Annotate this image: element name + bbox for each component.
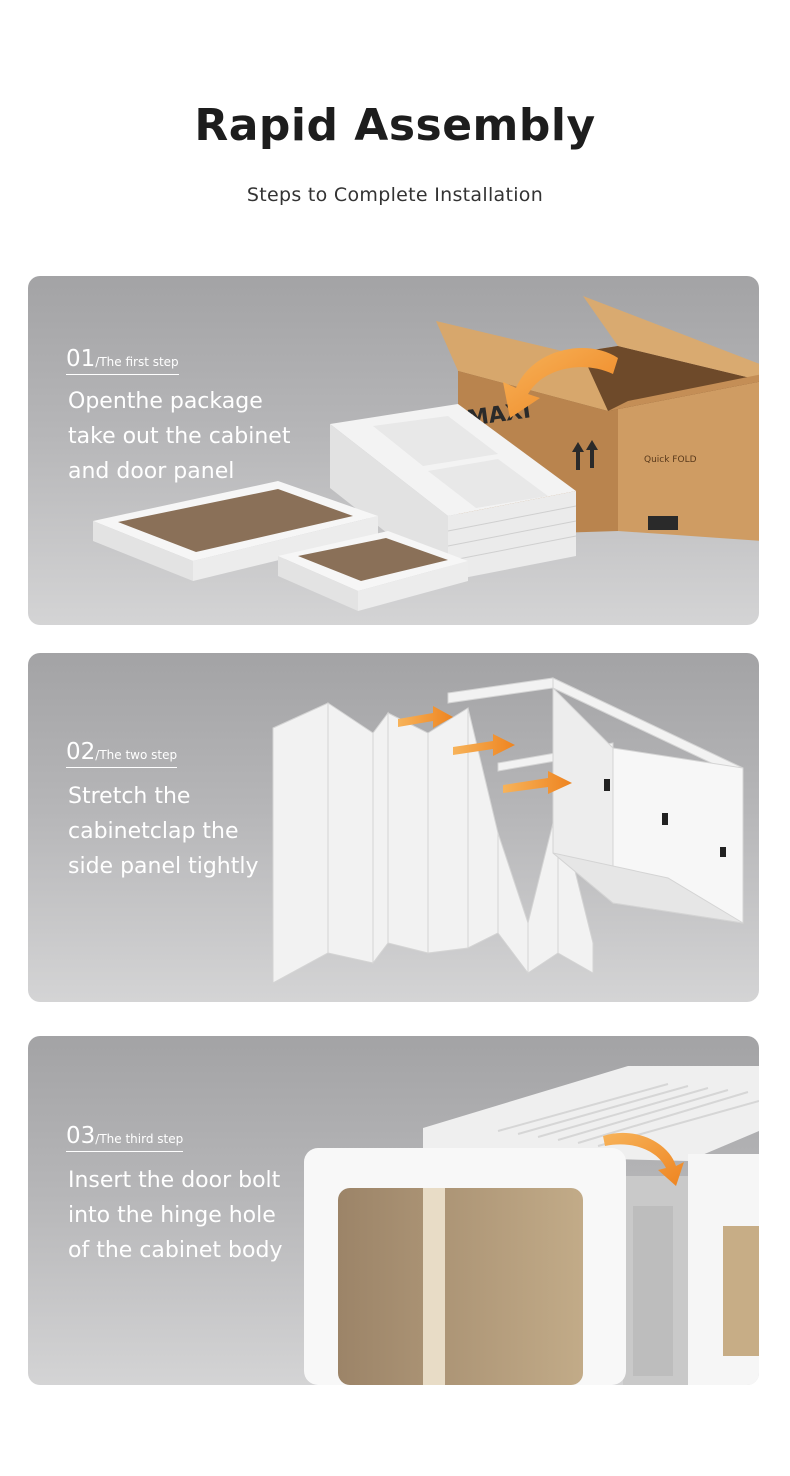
step-2-line: side panel tightly: [68, 854, 259, 879]
step-3-number: 03: [66, 1123, 96, 1149]
step-2-name: /The two step: [95, 748, 178, 762]
step-3-card: 03/The third step Insert the door bolt i…: [28, 1036, 759, 1385]
arrow-icon: [398, 706, 572, 794]
step-2-card: 02/The two step Stretch the cabinetclap …: [28, 653, 759, 1002]
step-2-line: Stretch the: [68, 784, 191, 809]
page-subtitle: Steps to Complete Installation: [246, 184, 544, 206]
cabinet-body: [423, 1066, 759, 1385]
box-series-print: Quick FOLD: [644, 455, 697, 465]
step-3-description: Insert the door bolt into the hinge hole…: [68, 1163, 282, 1268]
barcode: [648, 516, 678, 530]
step-2-label: 02/The two step: [66, 739, 178, 768]
door-frames: [93, 481, 468, 611]
page-title: Rapid Assembly: [194, 100, 596, 151]
step-1-number: 01: [66, 346, 96, 372]
step-2-line: cabinetclap the: [68, 819, 239, 844]
step-3-line: of the cabinet body: [68, 1238, 283, 1263]
step-1-line: take out the cabinet: [68, 424, 291, 449]
step-1-label: 01/The first step: [66, 346, 179, 375]
stacked-panels: [330, 404, 577, 581]
step-2-number: 02: [66, 739, 96, 765]
arrow-icon: [503, 348, 618, 418]
step-2-description: Stretch the cabinetclap the side panel t…: [68, 779, 259, 884]
step-1-card: MAXI Quick FOLD: [28, 276, 759, 625]
cabinet-door: [304, 1148, 626, 1385]
step-3-line: into the hinge hole: [68, 1203, 276, 1228]
step-3-name: /The third step: [95, 1132, 184, 1146]
this-way-up-icon: [572, 440, 598, 470]
step-1-illustration: MAXI Quick FOLD: [93, 296, 759, 611]
arrow-icon: [603, 1132, 684, 1186]
folding-cabinet: [272, 677, 744, 984]
step-1-line: and door panel: [68, 459, 235, 484]
step-1-name: /The first step: [95, 355, 179, 369]
hinge-clips: [604, 779, 726, 857]
step-2-illustration: [272, 677, 744, 984]
step-1-line: Openthe package: [68, 389, 263, 414]
step-3-illustration: [304, 1066, 759, 1385]
step-3-line: Insert the door bolt: [68, 1168, 281, 1193]
step-3-label: 03/The third step: [66, 1123, 184, 1152]
step-1-description: Openthe package take out the cabinet and…: [68, 384, 290, 489]
